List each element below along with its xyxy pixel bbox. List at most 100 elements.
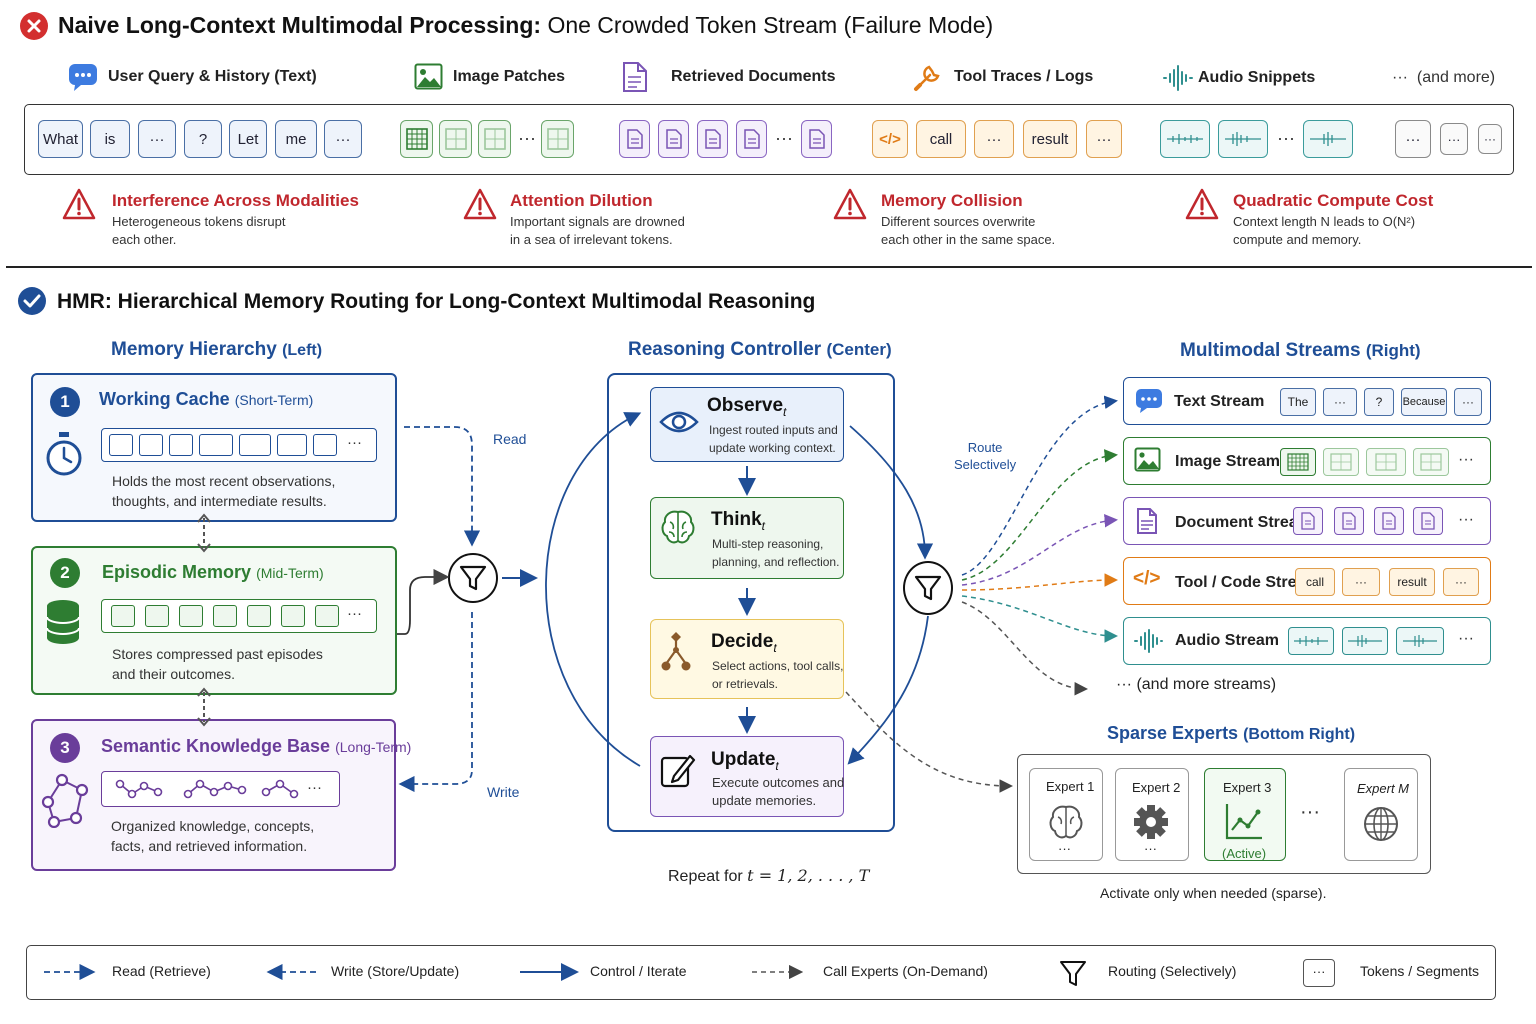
expert-3-active xyxy=(1204,768,1286,861)
desc-line: Ingest routed inputs and xyxy=(709,423,838,437)
episode-slot xyxy=(145,605,169,627)
desc-line: Organized knowledge, concepts, xyxy=(111,818,315,834)
desc-line: and their outcomes. xyxy=(112,666,235,682)
document-stream-label: Document Stream xyxy=(1175,514,1312,531)
token-ellipsis: ··· xyxy=(1478,124,1502,154)
expert-1-label: Expert 1 xyxy=(1046,779,1095,794)
warning-title: Memory Collision xyxy=(881,191,1023,210)
experts-heading-text: Sparse Experts xyxy=(1107,723,1239,743)
naive-title-rest: One Crowded Token Stream (Failure Mode) xyxy=(547,12,994,38)
think-title: Thinkt xyxy=(711,509,765,533)
line-chart-icon xyxy=(1224,802,1264,845)
warning-icon xyxy=(833,188,867,225)
more-streams: ··· (and more streams) xyxy=(1116,676,1276,694)
episode-slot xyxy=(247,605,271,627)
doc-token xyxy=(1374,507,1404,535)
image-patch-token xyxy=(541,120,574,158)
image-icon xyxy=(414,63,444,96)
stream-token: ··· xyxy=(1454,388,1482,416)
decide-sub: t xyxy=(773,640,777,655)
cat-docs: Retrieved Documents xyxy=(671,68,836,85)
hmr-title: HMR: Hierarchical Memory Routing for Lon… xyxy=(57,290,816,313)
cache-slot xyxy=(169,434,193,456)
experts-caption: Activate only when needed (sparse). xyxy=(1100,885,1327,901)
episodic-memory-sub: (Mid-Term) xyxy=(256,565,324,581)
image-patch-token xyxy=(478,120,511,158)
working-cache-sub: (Short-Term) xyxy=(234,392,314,408)
cache-slot xyxy=(239,434,271,456)
think-desc: Multi-step reasoning,planning, and refle… xyxy=(712,535,839,571)
working-cache-title: Working Cache (Short-Term) xyxy=(99,389,313,410)
semantic-graph-strip xyxy=(101,771,340,807)
image-patch-token xyxy=(400,120,433,158)
legend-call: Call Experts (On-Demand) xyxy=(823,963,988,979)
legend-write: Write (Store/Update) xyxy=(331,963,460,979)
warning-line: each other. xyxy=(112,232,177,247)
ellipsis: ··· xyxy=(1458,630,1474,647)
cat-tools: Tool Traces / Logs xyxy=(954,68,1094,85)
desc-line: Holds the most recent observations, xyxy=(112,473,336,489)
episode-slot xyxy=(315,605,339,627)
streams-heading-sub: (Right) xyxy=(1365,341,1421,360)
warning-line: Context length N leads to O(N²) xyxy=(1233,214,1416,229)
warning-line: Important signals are drowned xyxy=(510,214,685,229)
cache-slot xyxy=(109,434,133,456)
audio-token xyxy=(1342,627,1388,655)
document-icon xyxy=(622,61,648,98)
experts-heading: Sparse Experts (Bottom Right) xyxy=(1107,723,1355,744)
audio-token xyxy=(1303,120,1353,158)
warning-icon xyxy=(463,188,497,225)
ellipsis: ··· xyxy=(1144,841,1157,856)
failure-icon xyxy=(20,12,48,40)
doc-token xyxy=(697,120,728,158)
think-sub: t xyxy=(761,518,766,533)
naive-title-bold: Naive Long-Context Multimodal Processing… xyxy=(58,12,542,38)
wrench-icon xyxy=(912,61,944,98)
edit-icon xyxy=(660,750,696,795)
episodic-memory-title-text: Episodic Memory xyxy=(102,562,252,582)
cat-audio: Audio Snippets xyxy=(1198,69,1316,86)
text-stream-label: Text Stream xyxy=(1174,393,1265,410)
stream-router-funnel xyxy=(903,561,953,615)
think-title-text: Think xyxy=(711,509,762,530)
memory-heading-sub: (Left) xyxy=(282,342,323,359)
image-patch-token xyxy=(1413,448,1449,476)
chat-icon xyxy=(68,63,98,96)
update-title-text: Update xyxy=(711,749,776,770)
brain-icon xyxy=(660,508,696,551)
route-line: Selectively xyxy=(954,457,1017,472)
expert-m-label: Expert M xyxy=(1357,781,1410,796)
audio-icon xyxy=(1133,628,1163,659)
stream-token: ··· xyxy=(1342,568,1380,596)
episode-slot xyxy=(213,605,237,627)
token-ellipsis: ··· xyxy=(1395,120,1431,158)
working-cache-number: 1 xyxy=(50,387,80,417)
controller-heading-text: Reasoning Controller xyxy=(628,339,822,360)
observe-title-text: Observe xyxy=(707,395,784,416)
document-icon xyxy=(1136,507,1158,540)
token-segment-icon: ··· xyxy=(1303,959,1335,987)
semantic-kb-sub: (Long-Term) xyxy=(335,739,412,755)
token-ellipsis: ··· xyxy=(1277,128,1295,148)
cache-slot xyxy=(139,434,163,456)
cat-more-ellipsis: ··· xyxy=(1392,69,1408,86)
more-streams-ellipsis: ··· xyxy=(1116,676,1132,693)
token-ellipsis: ··· xyxy=(1440,123,1468,155)
cat-text: User Query & History (Text) xyxy=(108,68,317,85)
cache-slot xyxy=(277,434,307,456)
decide-title: Decidet xyxy=(711,631,777,655)
episodic-memory-number: 2 xyxy=(50,558,80,588)
repeat-math: t = 1, 2, . . . , T xyxy=(747,866,870,885)
read-label: Read xyxy=(493,431,527,447)
legend-box xyxy=(26,945,1496,1000)
token-what: What xyxy=(38,120,83,158)
working-cache-desc: Holds the most recent observations, thou… xyxy=(112,471,335,511)
token-ellipsis: ··· xyxy=(518,128,536,148)
update-sub: t xyxy=(775,758,779,773)
token-me: me xyxy=(275,120,317,158)
audio-icon xyxy=(1162,64,1194,97)
episodic-memory-desc: Stores compressed past episodes and thei… xyxy=(112,644,323,684)
audio-token xyxy=(1160,120,1210,158)
